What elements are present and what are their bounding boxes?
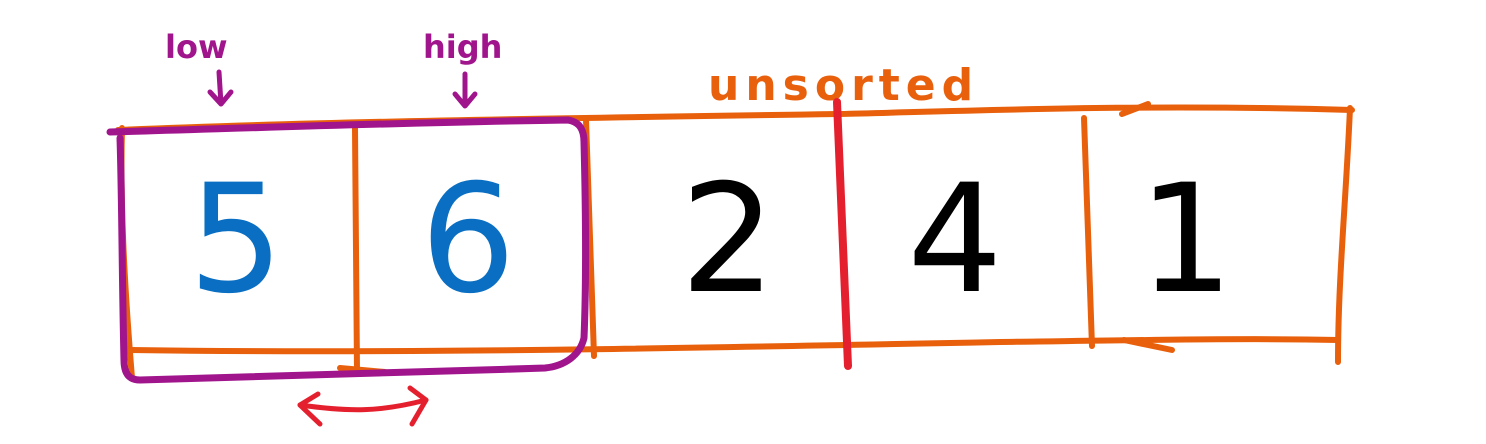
swap-double-headed-arrow-icon (297, 385, 429, 427)
array-cell-value-3: 2 (680, 153, 775, 327)
array-cell-value-5: 1 (1138, 153, 1233, 327)
low-pointer-label: low (165, 28, 228, 66)
high-pointer-label: high (423, 28, 502, 66)
array-cell-value-2: 6 (420, 153, 515, 327)
array-cell-value-1: 5 (188, 153, 283, 327)
array-cell-value-4: 4 (907, 153, 1002, 327)
unsorted-label: unsorted (708, 60, 979, 111)
sorted-window-outline (106, 116, 589, 384)
low-down-arrow-icon (207, 69, 234, 107)
high-down-arrow-icon (452, 71, 478, 109)
sorted-unsorted-divider (833, 98, 852, 370)
